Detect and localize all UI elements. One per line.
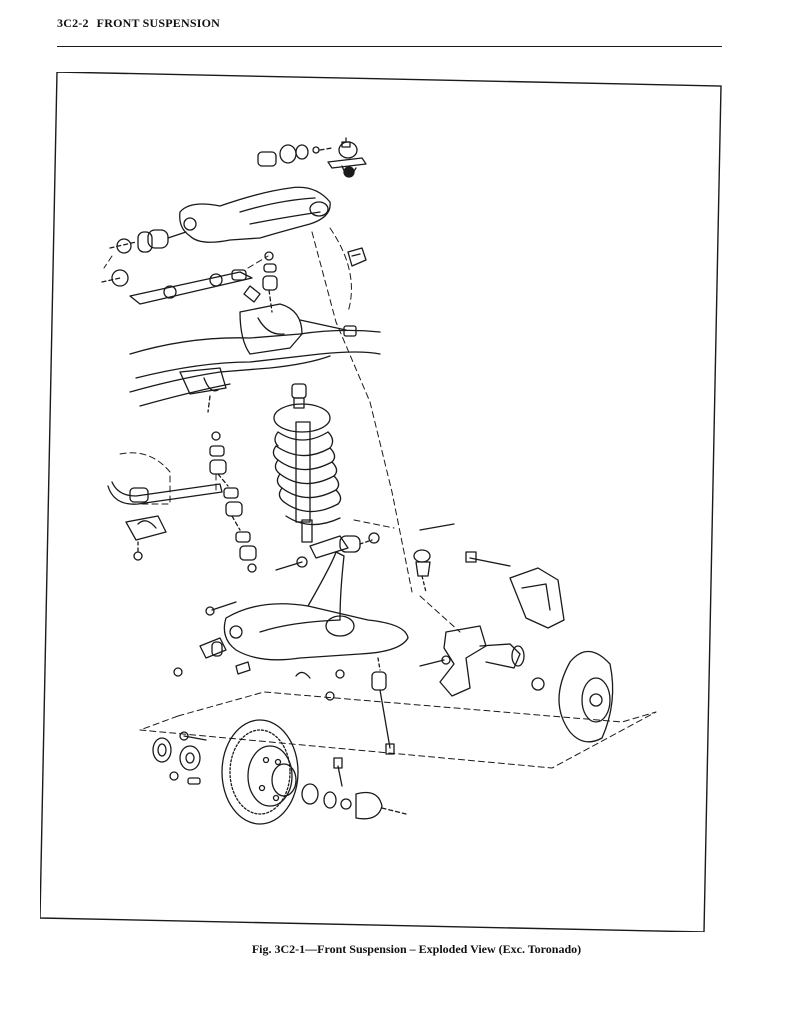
lower-shock-bolt (371, 657, 395, 755)
section-title: FRONT SUSPENSION (96, 16, 221, 30)
assembly-axis-lines (103, 227, 657, 769)
running-head: 3C2-2 FRONT SUSPENSION (57, 16, 220, 31)
upper-arm-front-bushings (109, 229, 187, 254)
outer-bearing-cap (301, 757, 407, 820)
figure-frame (40, 72, 722, 932)
inner-bearing-seal (152, 731, 207, 785)
header-rule (57, 46, 722, 47)
splash-shield (531, 650, 614, 743)
exploded-view-illustration (40, 72, 722, 932)
shock-absorber (295, 421, 361, 559)
upper-arm-nut (347, 247, 367, 267)
steering-knuckle (419, 625, 525, 697)
lower-arm-bolts (173, 556, 345, 701)
bushing-stack-left (209, 431, 257, 573)
bumper-stack-upper (243, 251, 278, 313)
page-header: 3C2-2 FRONT SUSPENSION (57, 14, 722, 48)
upper-bushing-parts (257, 144, 333, 167)
lower-control-arm (199, 551, 409, 661)
vehicle-frame (129, 303, 381, 413)
stabilizer-bar (107, 481, 223, 561)
upper-arm-shaft (101, 269, 253, 305)
hub-and-rotor (221, 719, 299, 825)
frame-bolt (299, 319, 357, 337)
figure-caption: Fig. 3C2-1—Front Suspension – Exploded V… (0, 942, 791, 957)
upper-ball-joint (327, 137, 367, 178)
figure-border (40, 72, 722, 932)
section-number: 3C2-2 (57, 16, 89, 30)
upper-control-arm (179, 186, 331, 243)
figure-caption-text: Fig. 3C2-1—Front Suspension – Exploded V… (251, 942, 582, 956)
brake-caliper (465, 551, 565, 629)
lower-ball-joint (359, 523, 455, 593)
coil-spring (272, 383, 342, 526)
